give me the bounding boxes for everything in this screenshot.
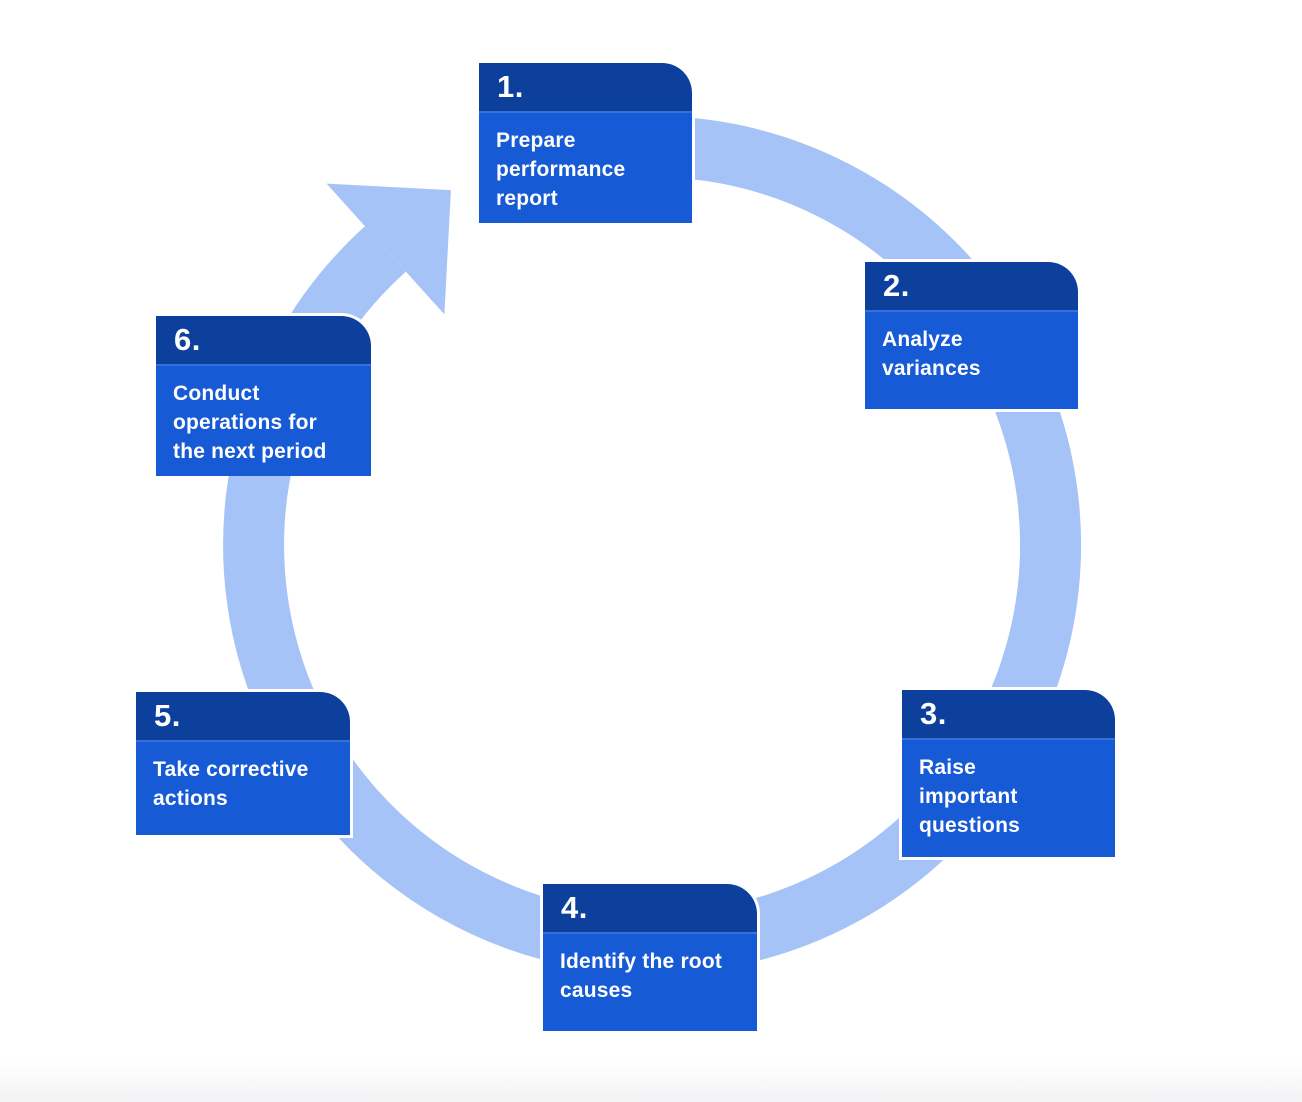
- step-card-3: 3. Raise important questions: [902, 690, 1115, 857]
- step-2-header: 2.: [865, 262, 1078, 310]
- step-card-2: 2. Analyze variances: [865, 262, 1078, 409]
- step-5-number: 5.: [154, 698, 181, 733]
- step-3-number: 3.: [920, 696, 947, 731]
- step-1-header: 1.: [479, 63, 692, 111]
- step-1-label: Prepare performance report: [479, 111, 692, 223]
- step-card-4: 4. Identify the root causes: [543, 884, 757, 1031]
- step-6-label: Conduct operations for the next period: [156, 364, 371, 476]
- cycle-ring-arc: [223, 116, 1082, 975]
- step-6-number: 6.: [174, 322, 201, 357]
- step-card-5: 5. Take corrective actions: [136, 692, 350, 835]
- step-5-label: Take corrective actions: [136, 740, 350, 835]
- step-5-header: 5.: [136, 692, 350, 740]
- step-3-header: 3.: [902, 690, 1115, 738]
- step-3-label: Raise important questions: [902, 738, 1115, 857]
- step-4-number: 4.: [561, 890, 588, 925]
- step-1-number: 1.: [497, 69, 524, 104]
- step-card-6: 6. Conduct operations for the next perio…: [156, 316, 371, 476]
- step-2-label: Analyze variances: [865, 310, 1078, 409]
- step-card-1: 1. Prepare performance report: [479, 63, 692, 223]
- step-2-number: 2.: [883, 268, 910, 303]
- cycle-arrowhead-icon: [326, 183, 451, 315]
- step-4-label: Identify the root causes: [543, 932, 757, 1031]
- step-6-header: 6.: [156, 316, 371, 364]
- step-4-header: 4.: [543, 884, 757, 932]
